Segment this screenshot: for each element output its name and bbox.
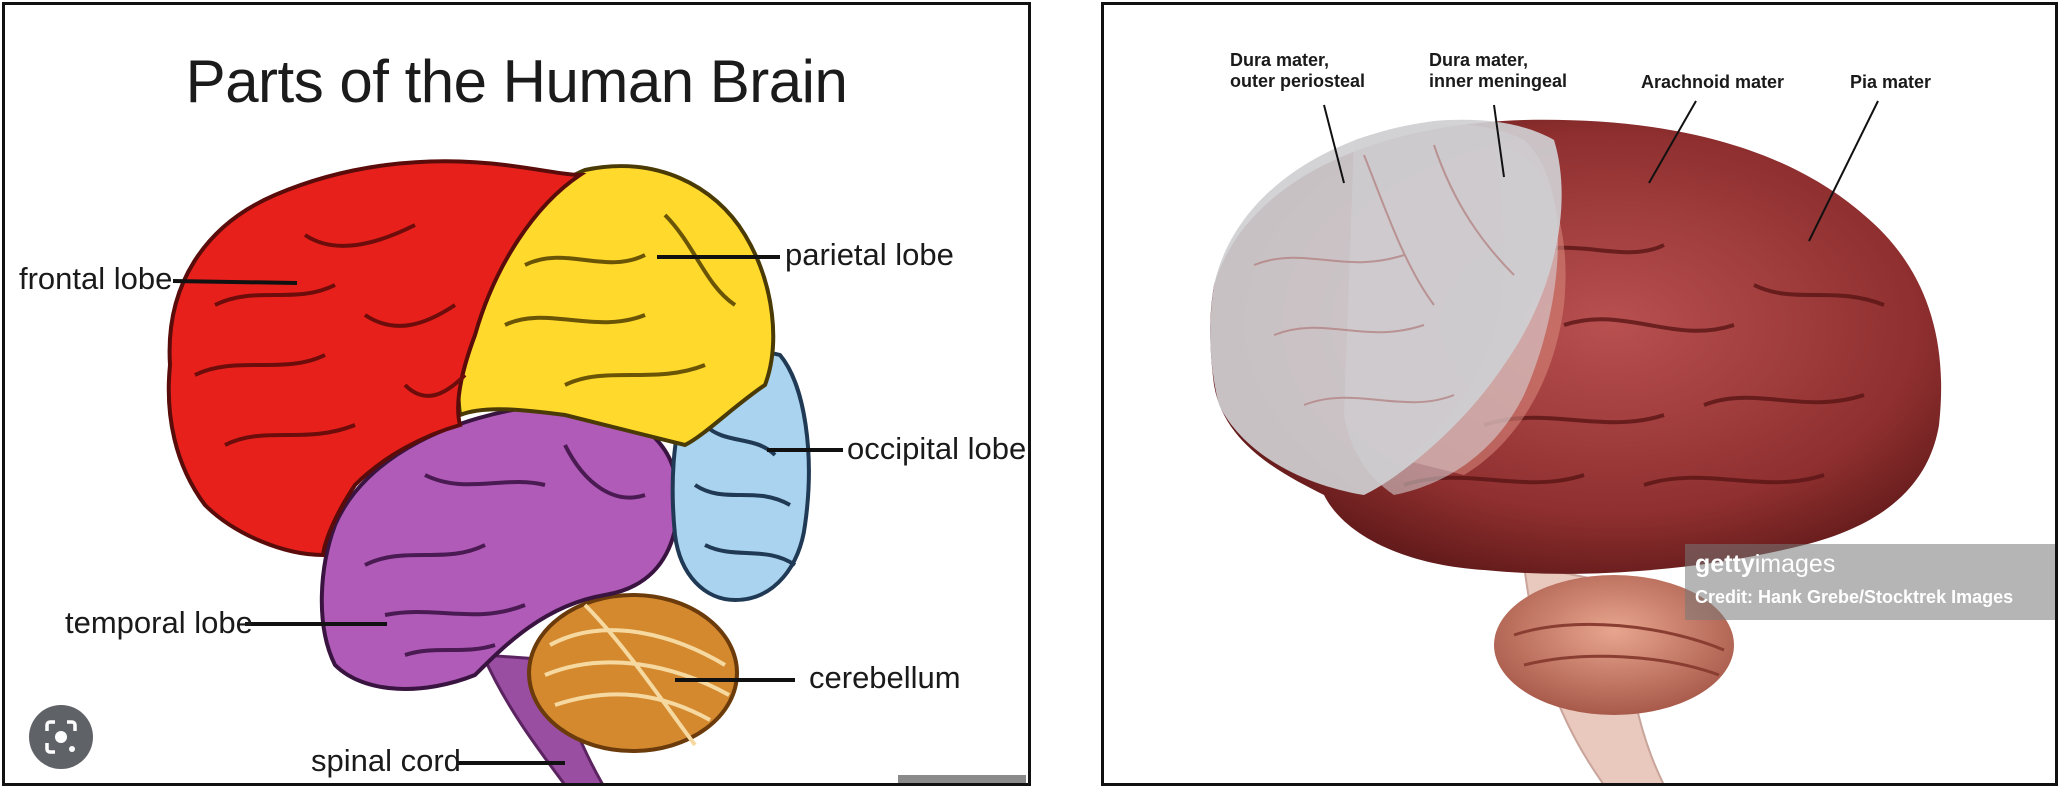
frontal-lobe-leader: [172, 279, 298, 285]
cerebellum-label: cerebellum: [809, 660, 961, 695]
lens-search-icon: [45, 720, 77, 754]
parietal-lobe-label: parietal lobe: [785, 237, 954, 272]
lens-search-button[interactable]: [29, 705, 93, 769]
photo-credit: Credit: Hank Grebe/Stocktrek Images: [1695, 587, 2014, 607]
parietal-lobe-region: [456, 164, 776, 448]
diagram-title: Parts of the Human Brain: [185, 48, 848, 115]
spinal-cord-label: spinal cord: [311, 743, 461, 778]
temporal-lobe-label: temporal lobe: [65, 605, 253, 640]
gray-tab: [898, 775, 1026, 783]
dura-outer-layer: [1210, 119, 1562, 495]
occipital-lobe-label: occipital lobe: [847, 431, 1027, 466]
pia-label: Pia mater: [1850, 72, 1932, 92]
dura-inner-label: Dura mater, inner meningeal: [1429, 50, 1568, 91]
pia-leader: [1808, 100, 1879, 242]
frontal-lobe-region: [166, 159, 587, 558]
meninges-diagram: Dura mater, outer periosteal Dura mater,…: [1101, 2, 2058, 786]
arachnoid-label: Arachnoid mater: [1641, 72, 1785, 92]
brain-illustration: [166, 159, 843, 783]
dura-inner-leader: [1493, 104, 1505, 178]
dura-outer-leader: [1323, 104, 1345, 184]
cerebellum-region: [527, 593, 739, 753]
labeled-brain-diagram: Parts of the Human Brain frontal lobe pa…: [2, 2, 1031, 786]
getty-logo: gettyimages: [1695, 550, 1836, 578]
dura-outer-label: Dura mater, outer periosteal: [1230, 50, 1366, 91]
arachnoid-leader: [1648, 100, 1697, 184]
cerebellum-region: [1494, 575, 1734, 715]
getty-watermark: gettyimages Credit: Hank Grebe/Stocktrek…: [1685, 544, 2055, 620]
frontal-lobe-label: frontal lobe: [19, 261, 173, 296]
meninges-illustration: [1210, 100, 1942, 783]
